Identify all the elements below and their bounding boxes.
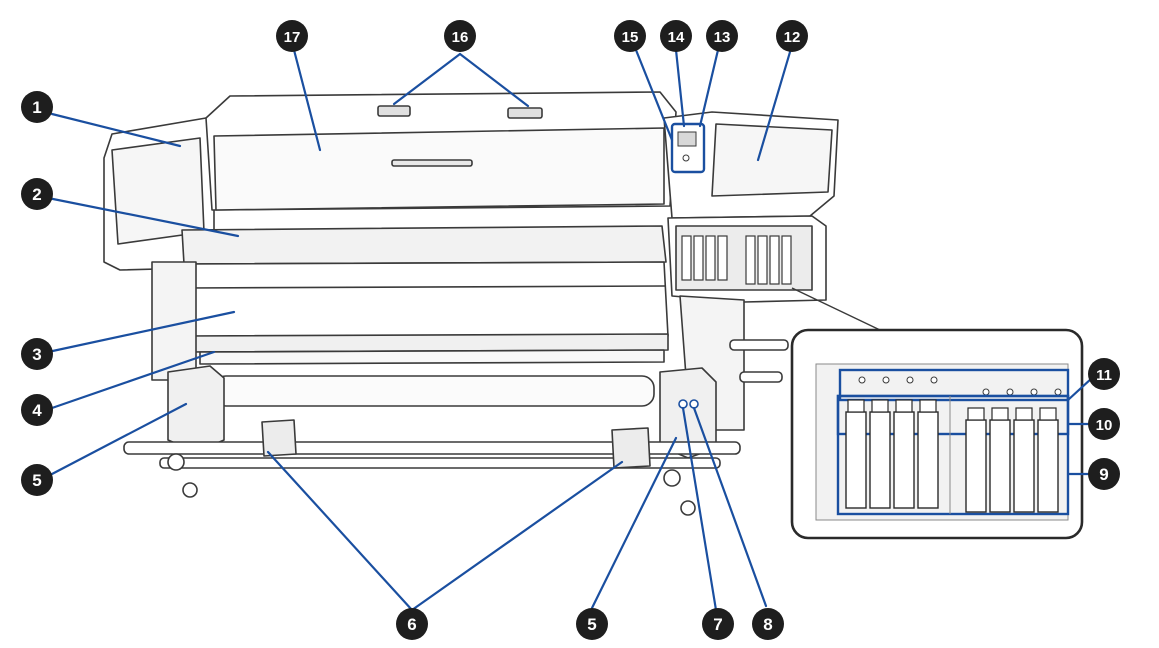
callout-1: 1	[21, 91, 53, 123]
leader-15	[634, 48, 674, 142]
callout-8-label: 8	[763, 615, 772, 634]
callout-14: 14	[660, 20, 692, 52]
callout-6-label: 6	[407, 615, 416, 634]
base-bar-rear2	[739, 371, 783, 383]
callout-2: 2	[21, 178, 53, 210]
callout-8: 8	[752, 608, 784, 640]
front-cover-panel	[213, 127, 665, 211]
ink-inset	[790, 287, 1084, 540]
callout-15: 15	[614, 20, 646, 52]
ink-cartridges-small	[681, 235, 792, 285]
left-takeup-unit	[167, 365, 225, 453]
leader-1	[50, 112, 182, 148]
cover-handle-right	[507, 107, 543, 119]
callout-2-label: 2	[32, 185, 41, 204]
leader-12	[756, 50, 792, 162]
leader-5b	[590, 436, 678, 610]
tension-bar	[199, 349, 665, 365]
callout-7-label: 7	[713, 615, 722, 634]
callout-16: 16	[444, 20, 476, 52]
callout-15-label: 15	[622, 29, 639, 46]
printer-body	[103, 91, 839, 516]
inset-lamps-highlight	[838, 368, 1070, 402]
callout-12: 12	[776, 20, 808, 52]
caster-left	[182, 482, 198, 498]
leader-13	[698, 48, 720, 128]
leader-6a	[266, 450, 414, 612]
callout-13: 13	[706, 20, 738, 52]
callout-17: 17	[276, 20, 308, 52]
base-bar-mid	[159, 457, 721, 469]
caster-right	[680, 500, 696, 516]
callout-3: 3	[21, 338, 53, 370]
roll-holder-right	[611, 427, 651, 469]
base-bar-rear	[729, 339, 789, 351]
callout-17-label: 17	[284, 29, 301, 46]
right-housing-front	[711, 123, 833, 197]
roll-holder-left	[261, 419, 297, 457]
leader-11	[1066, 376, 1094, 402]
callout-13-label: 13	[714, 29, 731, 46]
media-feed	[185, 261, 669, 339]
callout-16-label: 16	[452, 29, 469, 46]
callout-1-label: 1	[32, 98, 41, 117]
callout-5a-label: 5	[32, 471, 41, 490]
callout-5a: 5	[21, 464, 53, 496]
callout-5b-label: 5	[587, 615, 596, 634]
pressure-bar	[181, 225, 667, 265]
leader-3	[46, 310, 236, 354]
callout-4-label: 4	[32, 401, 42, 420]
leader-4	[50, 350, 216, 410]
leader-16b	[458, 52, 530, 108]
front-cover-handle	[391, 159, 473, 167]
callout-3-label: 3	[32, 345, 41, 364]
leader-5a	[50, 402, 188, 476]
leader-14	[674, 48, 686, 128]
cover-handle-left	[377, 105, 411, 117]
control-panel	[670, 122, 706, 174]
callout-circles: 1 2 3 4 5 6 5 7 8 9 10 11 12 13 14 15 16…	[21, 20, 1120, 640]
leader-17	[292, 48, 322, 152]
callout-7: 7	[702, 608, 734, 640]
callout-6: 6	[396, 608, 428, 640]
takeup-switches	[678, 399, 699, 409]
leader-16a	[392, 52, 462, 106]
leader-6b	[410, 460, 624, 612]
leader-lines	[46, 48, 1094, 612]
callout-10-label: 10	[1096, 417, 1113, 434]
inset-cartridges-highlight	[836, 394, 1070, 516]
dryer-bar	[183, 333, 669, 353]
callout-11: 11	[1088, 358, 1120, 390]
callout-11-label: 11	[1096, 367, 1112, 384]
left-housing-front	[111, 137, 205, 245]
leader-8	[692, 406, 768, 608]
callout-9-label: 9	[1099, 465, 1108, 484]
leader-7	[681, 406, 718, 612]
callout-4: 4	[21, 394, 53, 426]
callout-12-label: 12	[784, 29, 801, 46]
callout-10: 10	[1088, 408, 1120, 440]
callout-5b: 5	[576, 608, 608, 640]
callout-9: 9	[1088, 458, 1120, 490]
takeup-roll	[213, 375, 655, 407]
callout-14-label: 14	[668, 29, 685, 46]
leader-2	[46, 196, 240, 238]
